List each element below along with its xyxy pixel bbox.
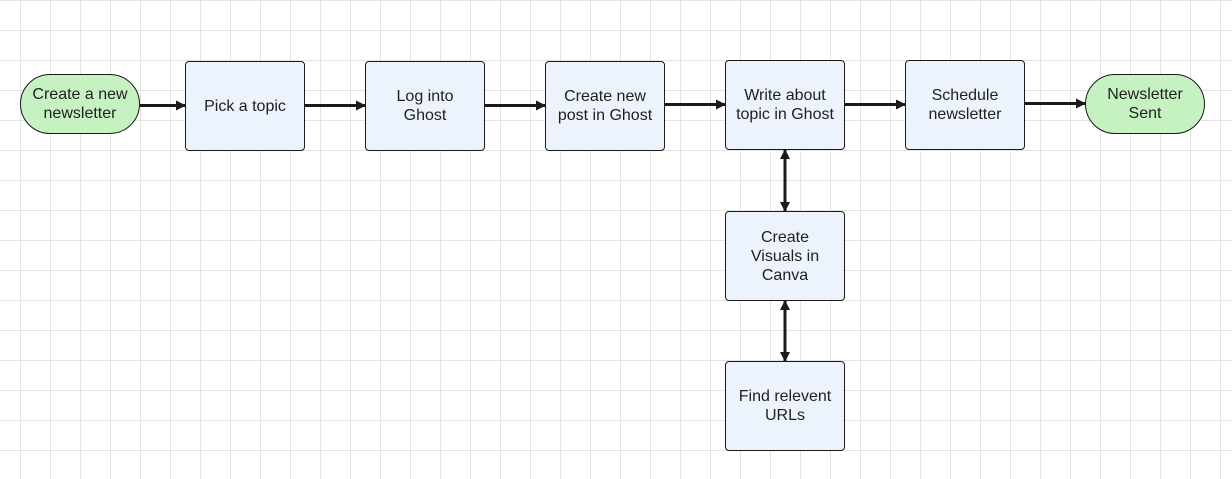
node-visuals[interactable]: Create Visuals in Canva xyxy=(725,211,845,301)
node-start[interactable]: Create a new newsletter xyxy=(20,74,140,134)
node-pick[interactable]: Pick a topic xyxy=(185,61,305,151)
node-urls[interactable]: Find relevent URLs xyxy=(725,361,845,451)
node-login[interactable]: Log into Ghost xyxy=(365,61,485,151)
node-schedule[interactable]: Schedule newsletter xyxy=(905,60,1025,150)
node-newpost[interactable]: Create new post in Ghost xyxy=(545,61,665,151)
node-write[interactable]: Write about topic in Ghost xyxy=(725,60,845,150)
node-end[interactable]: Newsletter Sent xyxy=(1085,74,1205,134)
